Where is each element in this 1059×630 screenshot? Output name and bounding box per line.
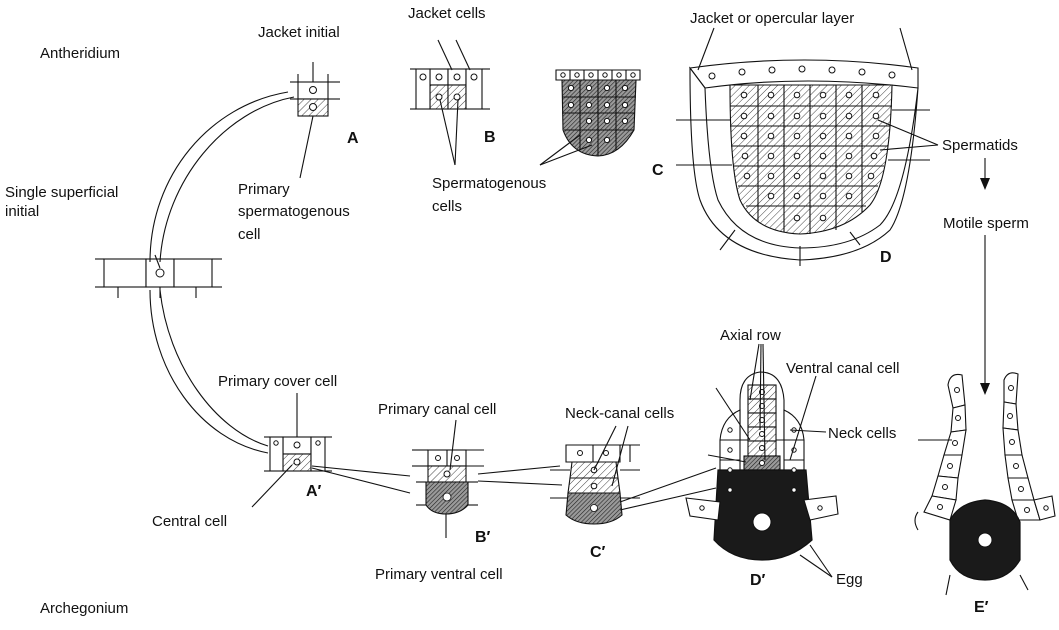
label-primary-cover-cell: Primary cover cell xyxy=(218,373,337,390)
stage-label-e-prime: E′ xyxy=(974,599,989,616)
stage-label-a-prime: A′ xyxy=(306,483,322,500)
label-neck-canal-cells: Neck-canal cells xyxy=(565,405,674,422)
label-single-superficial: Single superficial xyxy=(5,184,118,201)
label-spermatogenous-cells-2: cells xyxy=(432,198,462,215)
stage-d-prime-cells xyxy=(686,344,838,577)
label-jacket-initial: Jacket initial xyxy=(258,24,340,41)
label-primary-spermatogenous-3: cell xyxy=(238,226,261,243)
label-egg: Egg xyxy=(836,571,863,588)
label-single-superficial-initial: initial xyxy=(5,203,39,220)
label-archegonium: Archegonium xyxy=(40,600,128,617)
label-primary-spermatogenous-2: spermatogenous xyxy=(238,203,350,220)
label-motile-sperm: Motile sperm xyxy=(943,215,1029,232)
stage-label-c: C xyxy=(652,162,664,179)
label-antheridium: Antheridium xyxy=(40,45,120,62)
label-primary-spermatogenous-1: Primary xyxy=(238,181,290,198)
stage-b-cells xyxy=(410,40,490,165)
label-spermatogenous-cells-1: Spermatogenous xyxy=(432,175,546,192)
stage-label-d: D xyxy=(880,249,892,266)
stage-a-cells xyxy=(290,62,340,178)
label-axial-row: Axial row xyxy=(720,327,781,344)
label-jacket-opercular: Jacket or opercular layer xyxy=(690,10,854,27)
stage-c-cells xyxy=(540,70,640,165)
stage-label-a: A xyxy=(347,130,359,147)
stage-d-antheridium xyxy=(676,28,938,266)
stage-label-c-prime: C′ xyxy=(590,544,606,561)
label-primary-ventral-cell: Primary ventral cell xyxy=(375,566,503,583)
label-central-cell: Central cell xyxy=(152,513,227,530)
stage-label-b: B xyxy=(484,129,496,146)
label-jacket-cells: Jacket cells xyxy=(408,5,486,22)
stage-b-prime-cells xyxy=(412,420,562,538)
stage-label-d-prime: D′ xyxy=(750,572,766,589)
stage-label-b-prime: B′ xyxy=(475,529,491,546)
label-spermatids: Spermatids xyxy=(942,137,1018,154)
sperm-arrows xyxy=(980,158,990,395)
label-primary-canal-cell: Primary canal cell xyxy=(378,401,496,418)
label-neck-cells: Neck cells xyxy=(828,425,896,442)
stage-e-prime-cells xyxy=(915,373,1055,595)
label-ventral-canal-cell: Ventral canal cell xyxy=(786,360,899,377)
